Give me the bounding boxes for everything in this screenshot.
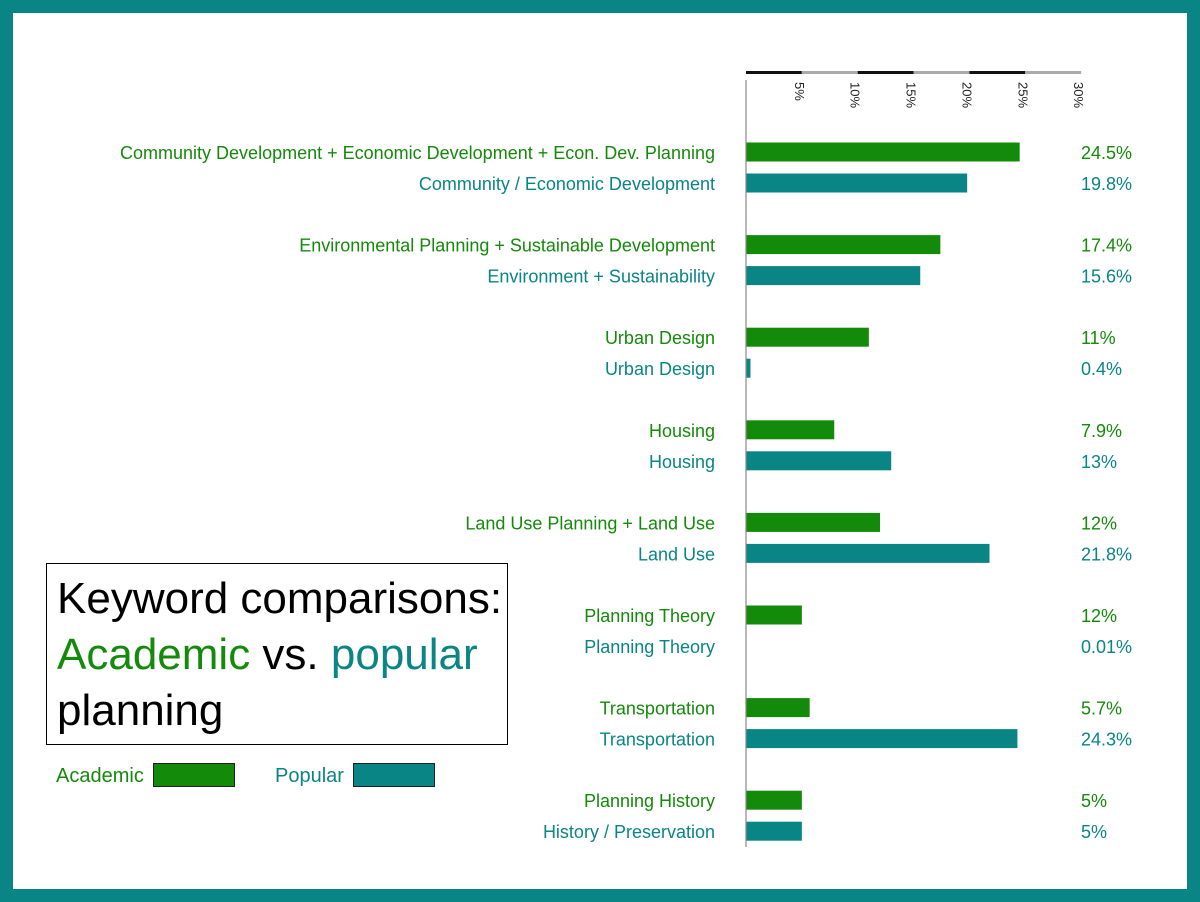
category-label-popular: Urban Design bbox=[605, 359, 715, 379]
value-label-popular: 15.6% bbox=[1081, 267, 1132, 287]
legend-label-popular: Popular bbox=[275, 765, 344, 787]
title-line-3: planning bbox=[57, 686, 224, 735]
value-label-academic: 12% bbox=[1081, 606, 1117, 626]
title-line-2: Academic vs. popular bbox=[57, 627, 507, 683]
bar-popular bbox=[746, 358, 751, 378]
value-label-academic: 12% bbox=[1081, 513, 1117, 533]
title-line-1: Keyword comparisons: bbox=[57, 574, 503, 623]
tick-label: 15% bbox=[904, 82, 919, 108]
category-label-popular: History / Preservation bbox=[543, 822, 715, 842]
category-label-popular: Environment + Sustainability bbox=[487, 267, 715, 287]
scale-bar-segment bbox=[857, 71, 914, 74]
value-label-academic: 11% bbox=[1081, 328, 1116, 348]
legend-swatch-popular bbox=[353, 763, 435, 787]
bar-academic bbox=[746, 512, 881, 532]
scale-bar-segment bbox=[969, 71, 1026, 74]
bar-academic bbox=[746, 327, 869, 347]
title-academic-word: Academic bbox=[57, 630, 251, 679]
category-label-academic: Transportation bbox=[600, 699, 715, 719]
value-label-popular: 21.8% bbox=[1081, 544, 1132, 564]
bar-academic bbox=[746, 420, 835, 440]
bar-popular bbox=[746, 543, 990, 563]
tick-label: 20% bbox=[959, 82, 974, 108]
category-label-popular: Planning Theory bbox=[584, 637, 715, 657]
value-label-popular: 0.01% bbox=[1081, 637, 1132, 657]
tick-label: 30% bbox=[1071, 82, 1086, 108]
title-box: Keyword comparisons: Academic vs. popula… bbox=[46, 563, 508, 745]
category-label-academic: Urban Design bbox=[605, 328, 715, 348]
bar-popular bbox=[746, 729, 1018, 749]
scale-bar-segment bbox=[1025, 71, 1082, 74]
bar-academic bbox=[746, 698, 810, 718]
category-label-academic: Environmental Planning + Sustainable Dev… bbox=[299, 236, 715, 256]
value-label-popular: 24.3% bbox=[1081, 730, 1132, 750]
value-label-academic: 24.5% bbox=[1081, 143, 1132, 163]
category-label-popular: Housing bbox=[649, 452, 715, 472]
value-label-popular: 0.4% bbox=[1081, 359, 1122, 379]
tick-label: 5% bbox=[792, 82, 807, 101]
bar-academic bbox=[746, 142, 1020, 162]
category-label-popular: Land Use bbox=[638, 544, 715, 564]
value-label-academic: 17.4% bbox=[1081, 236, 1132, 256]
tick-label: 10% bbox=[848, 82, 863, 108]
value-label-popular: 19.8% bbox=[1081, 174, 1132, 194]
legend-label-academic: Academic bbox=[56, 765, 144, 787]
category-label-academic: Planning Theory bbox=[584, 606, 715, 626]
title-vs: vs. bbox=[250, 630, 331, 679]
value-label-popular: 5% bbox=[1081, 822, 1107, 842]
category-label-popular: Transportation bbox=[600, 730, 715, 750]
scale-bar-segment bbox=[746, 71, 802, 74]
title-popular-word: popular bbox=[330, 630, 478, 679]
value-label-academic: 5.7% bbox=[1081, 699, 1122, 719]
tick-label: 25% bbox=[1015, 82, 1030, 108]
bar-popular bbox=[746, 266, 921, 286]
bar-academic bbox=[746, 790, 802, 810]
bar-popular bbox=[746, 821, 802, 841]
category-label-academic: Planning History bbox=[584, 791, 715, 811]
bar-popular bbox=[746, 173, 968, 193]
bar-academic bbox=[746, 235, 941, 255]
value-label-popular: 13% bbox=[1081, 452, 1117, 472]
category-label-academic: Community Development + Economic Develop… bbox=[120, 143, 715, 163]
bar-popular bbox=[746, 451, 892, 471]
category-label-academic: Housing bbox=[649, 421, 715, 441]
scale-bar-segment bbox=[801, 71, 858, 74]
category-label-academic: Land Use Planning + Land Use bbox=[465, 513, 715, 533]
bar-academic bbox=[746, 605, 802, 625]
value-label-academic: 7.9% bbox=[1081, 421, 1122, 441]
legend-swatch-academic bbox=[153, 763, 235, 787]
scale-bar-segment bbox=[913, 71, 970, 74]
category-label-popular: Community / Economic Development bbox=[419, 174, 715, 194]
value-label-academic: 5% bbox=[1081, 791, 1107, 811]
